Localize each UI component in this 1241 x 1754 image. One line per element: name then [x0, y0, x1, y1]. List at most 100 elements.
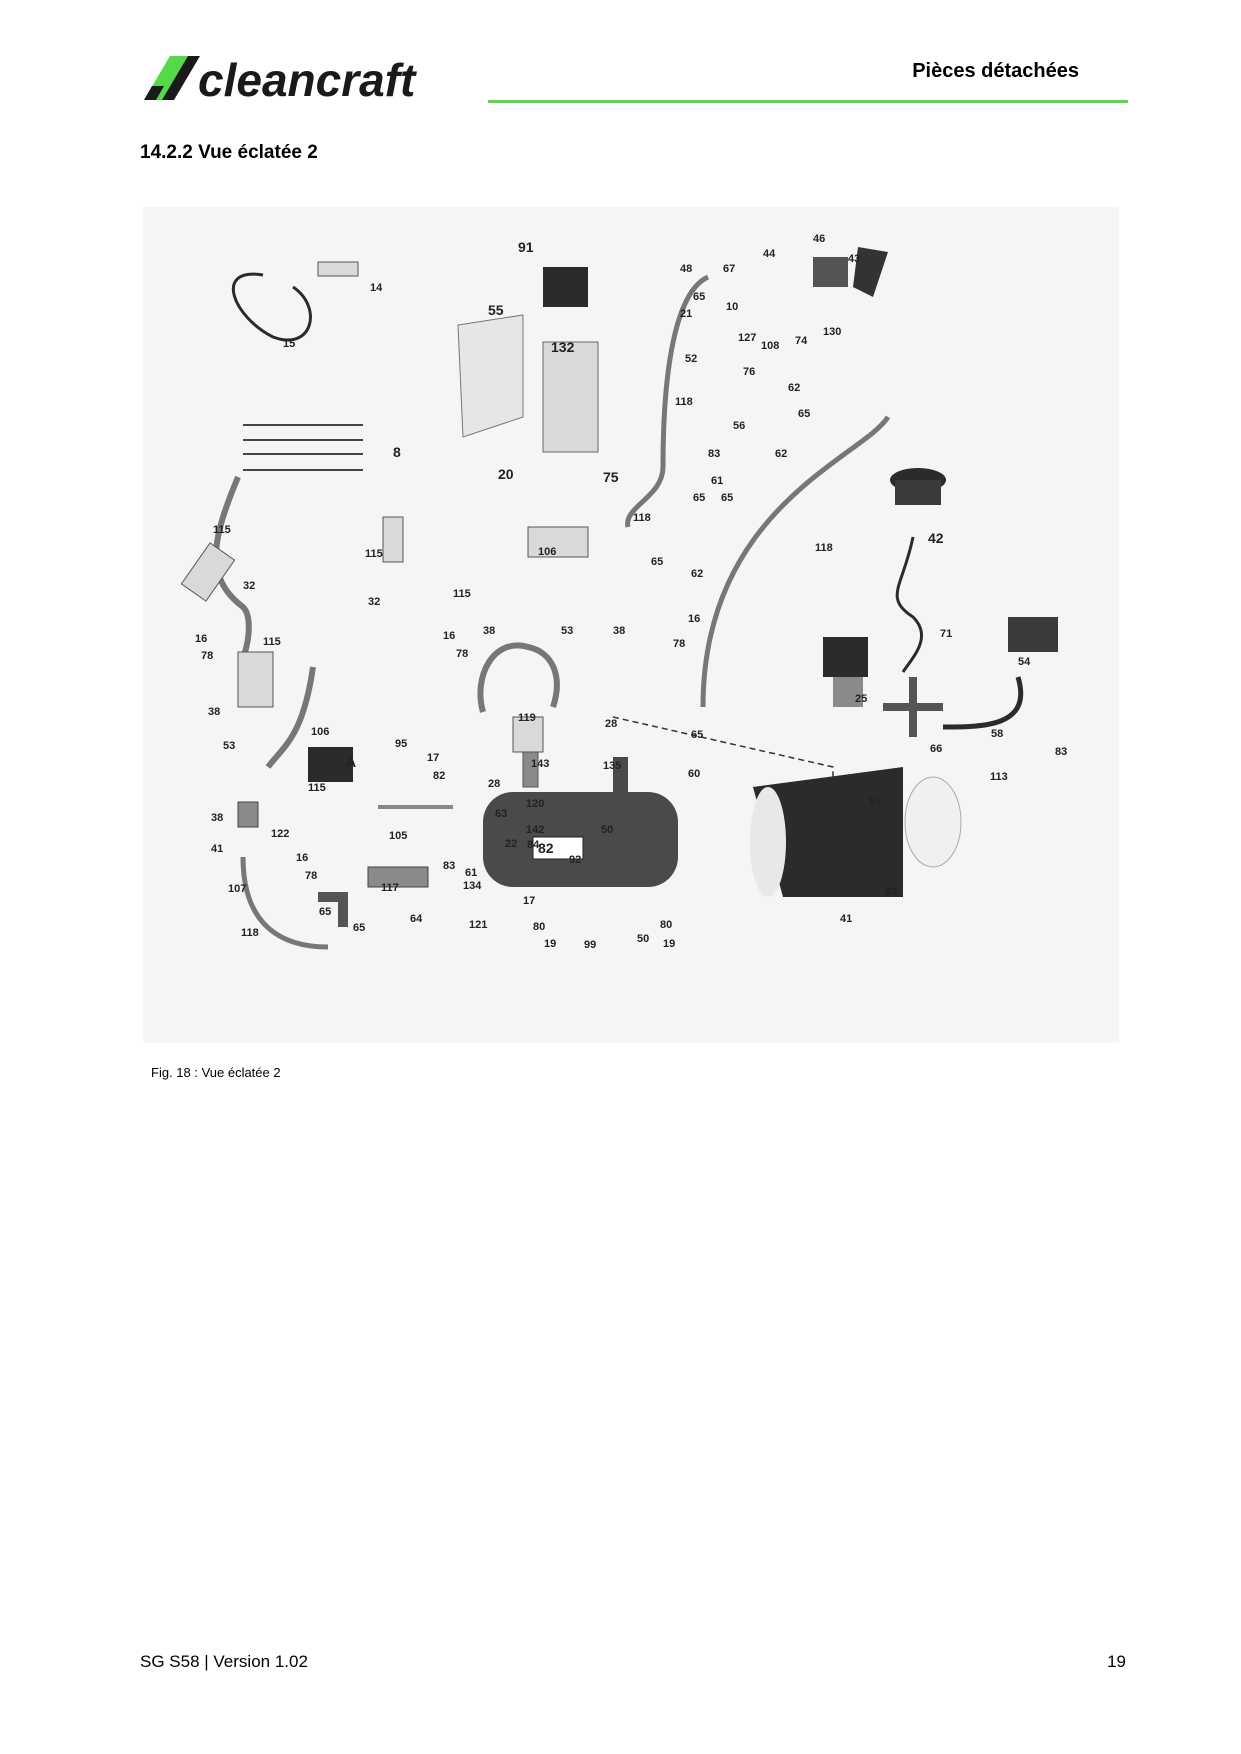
brand-text: cleancraft: [198, 54, 417, 106]
callout-label: 106: [311, 726, 329, 738]
callout-label: 17: [427, 752, 439, 764]
callout-label: 143: [531, 758, 549, 770]
callout-label: 25: [855, 693, 867, 705]
callout-label: 78: [201, 650, 213, 662]
callout-label: 41: [840, 913, 852, 925]
callout-label: 121: [469, 919, 487, 931]
callout-label: 135: [603, 760, 621, 772]
callout-label: 32: [243, 580, 255, 592]
callout-label: 67: [723, 263, 735, 275]
callout-label: 115: [308, 782, 326, 794]
callout-label: 55: [488, 302, 504, 318]
callout-label: 65: [693, 492, 705, 504]
callout-label: 113: [990, 771, 1008, 783]
callout-label: 54: [1018, 656, 1031, 668]
callout-label: 71: [940, 628, 952, 640]
callout-label: 83: [885, 886, 897, 898]
callout-label: 16: [688, 613, 700, 625]
callout-label: 65: [691, 729, 703, 741]
callout-label: 61: [465, 867, 477, 879]
callout-label: 17: [523, 895, 535, 907]
callout-label: 16: [195, 633, 207, 645]
callout-label: 65: [798, 408, 810, 420]
callout-label: 38: [208, 706, 220, 718]
callout-label: 53: [561, 625, 573, 637]
section-title: 14.2.2 Vue éclatée 2: [140, 142, 318, 163]
callout-label: 132: [551, 339, 575, 355]
callout-label: 50: [601, 824, 613, 836]
callout-label: 65: [353, 922, 365, 934]
callout-label: 117: [381, 882, 399, 894]
callout-label: 108: [761, 340, 779, 352]
callout-label: 58: [991, 728, 1003, 740]
callout-label: 80: [533, 921, 545, 933]
callout-label: 19: [544, 938, 556, 950]
callout-label: 63: [495, 808, 507, 820]
callout-label: 107: [228, 883, 246, 895]
callout-label: 21: [680, 308, 692, 320]
callout-label: 16: [296, 852, 308, 864]
callout-label: 53: [223, 740, 235, 752]
callout-label: 142: [526, 824, 544, 836]
callout-label: 48: [680, 263, 692, 275]
callout-label: 95: [395, 738, 407, 750]
callout-label: 28: [488, 778, 500, 790]
callout-label: A: [346, 754, 356, 770]
callout-label: 32: [368, 596, 380, 608]
cleancraft-logo: cleancraft: [140, 50, 480, 106]
callout-label: 115: [263, 636, 281, 648]
callout-label: 15: [283, 338, 295, 350]
callout-label: 50: [637, 933, 649, 945]
part-drawings: [180, 247, 1058, 950]
callout-label: 52: [685, 353, 697, 365]
callout-label: 60: [688, 768, 700, 780]
footer-page-number: 19: [1107, 1652, 1126, 1671]
callout-label: 38: [211, 812, 223, 824]
callout-label: 115: [213, 524, 231, 536]
callout-label: 38: [483, 625, 495, 637]
callout-label: 99: [584, 939, 596, 951]
callout-label: 127: [738, 332, 756, 344]
callout-label: 84: [527, 839, 540, 851]
callout-label: 120: [526, 798, 544, 810]
page-header-title: Pièces détachées: [912, 60, 1079, 82]
callout-label: 8: [393, 444, 401, 460]
callout-label: 43: [848, 253, 860, 265]
callout-label: 78: [456, 648, 468, 660]
callout-label: 115: [453, 588, 471, 600]
callout-label: 78: [673, 638, 685, 650]
callout-label: 10: [726, 301, 738, 313]
callout-label: 82: [433, 770, 445, 782]
callout-label: 76: [743, 366, 755, 378]
callout-labels: 91 46 43 44 48 67 65 10 21 14 15 55 132 …: [195, 233, 1067, 951]
callout-label: 74: [795, 335, 808, 347]
callout-label: 22: [505, 838, 517, 850]
callout-label: 65: [651, 556, 663, 568]
callout-label: 41: [211, 843, 223, 855]
callout-label: 62: [775, 448, 787, 460]
footer-doc-version: SG S58 | Version 1.02: [140, 1652, 308, 1671]
callout-label: 91: [518, 239, 534, 255]
callout-label: 83: [1055, 746, 1067, 758]
callout-label: 65: [319, 906, 331, 918]
callout-label: 105: [389, 830, 407, 842]
callout-label: 62: [691, 568, 703, 580]
callout-label: 20: [498, 466, 514, 482]
callout-label: 65: [721, 492, 733, 504]
callout-label: 19: [663, 938, 675, 950]
callout-label: 83: [443, 860, 455, 872]
callout-label: 62: [788, 382, 800, 394]
callout-label: 82: [538, 840, 554, 856]
callout-label: 83: [708, 448, 720, 460]
exploded-view-figure: 91 46 43 44 48 67 65 10 21 14 15 55 132 …: [143, 207, 1119, 1043]
callout-label: 130: [823, 326, 841, 338]
figure-caption: Fig. 18 : Vue éclatée 2: [151, 1065, 281, 1080]
callout-label: 44: [763, 248, 776, 260]
callout-label: 42: [928, 530, 944, 546]
callout-label: 92: [569, 854, 581, 866]
callout-label: 78: [305, 870, 317, 882]
callout-label: 122: [271, 828, 289, 840]
callout-label: 28: [605, 718, 617, 730]
callout-label: 66: [930, 743, 942, 755]
callout-label: 61: [711, 475, 723, 487]
